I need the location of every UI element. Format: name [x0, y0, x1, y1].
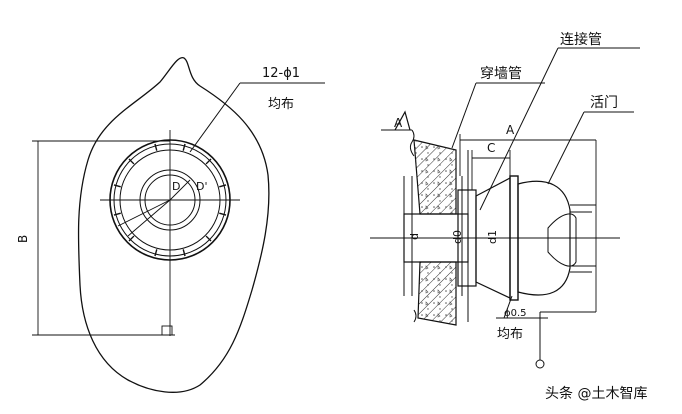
wall-pipe-leader: [451, 82, 477, 149]
hole-callout: 12-ϕ1: [262, 66, 300, 81]
watermark: 头条 @土木智库: [545, 385, 647, 402]
hole-distribution: 均布: [268, 97, 294, 112]
dim-A: A: [506, 123, 515, 137]
label-valve: 活门: [590, 95, 618, 111]
bolt-hole: [154, 249, 158, 257]
bolt-hole: [219, 212, 227, 216]
label-wall-pipe: 穿墙管: [480, 66, 522, 82]
wall-section-top-fill: [414, 140, 456, 214]
base-mark: [161, 325, 173, 336]
section-label-A: A: [394, 116, 403, 130]
bolt-hole: [128, 158, 135, 165]
anchor-ring: [535, 359, 545, 369]
dim-d0: d0: [451, 230, 464, 244]
bolt-hole: [113, 184, 121, 188]
valve-disk: [547, 213, 577, 267]
bolt-hole: [128, 235, 135, 242]
left-view: D D' 12-ϕ1 均布 B: [16, 57, 325, 393]
valve-body: [517, 180, 571, 296]
dim-C: C: [487, 141, 495, 155]
dim-B: B: [16, 235, 30, 243]
break-line-top: [409, 129, 415, 157]
bolt-callout: ϕ0.5: [504, 308, 527, 319]
label-connector: 连接管: [560, 31, 602, 48]
bolt-hole: [154, 143, 158, 151]
connector-leader: [479, 47, 559, 211]
bolt-distribution: 均布: [497, 327, 523, 342]
dim-line-D-prime: [127, 199, 171, 237]
bolt-hole: [219, 184, 227, 188]
bolt-hole: [113, 212, 121, 216]
hole-callout-leader: [189, 82, 241, 153]
section-arrow: [394, 110, 411, 131]
wall-section-bottom-fill: [418, 262, 456, 325]
bolt-leader: [503, 295, 513, 319]
label-D-prime: D': [196, 180, 208, 193]
bolt-hole: [182, 143, 186, 151]
dim-d1: d1: [486, 230, 499, 244]
opening-outline: [77, 57, 270, 393]
bolt-holes: [113, 143, 227, 257]
dim-d: d: [408, 233, 421, 240]
right-view: A A C d: [370, 31, 640, 369]
bolt-hole: [205, 235, 212, 242]
dim-line-D: [117, 199, 171, 227]
bolt-hole: [205, 158, 212, 165]
break-line-bottom: [413, 309, 417, 323]
bolt-hole: [182, 249, 186, 257]
dim-line-inner: [169, 179, 191, 201]
label-D: D: [172, 180, 180, 193]
valve-leader: [547, 111, 585, 185]
